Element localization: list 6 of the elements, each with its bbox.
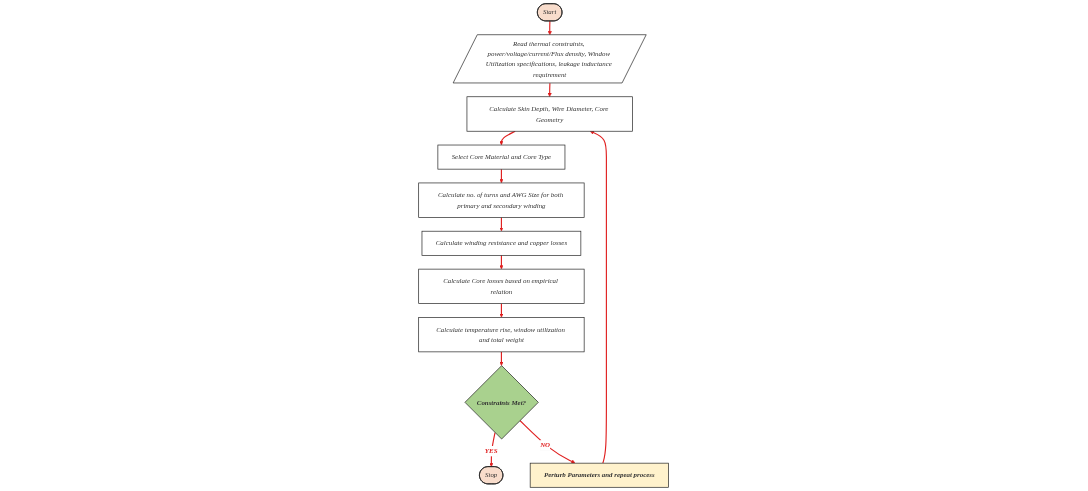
arrow — [499, 254, 504, 270]
arrow — [499, 351, 504, 366]
arrow — [499, 303, 504, 318]
arrow — [590, 130, 608, 464]
arrow — [489, 432, 497, 468]
arrow — [519, 419, 576, 464]
